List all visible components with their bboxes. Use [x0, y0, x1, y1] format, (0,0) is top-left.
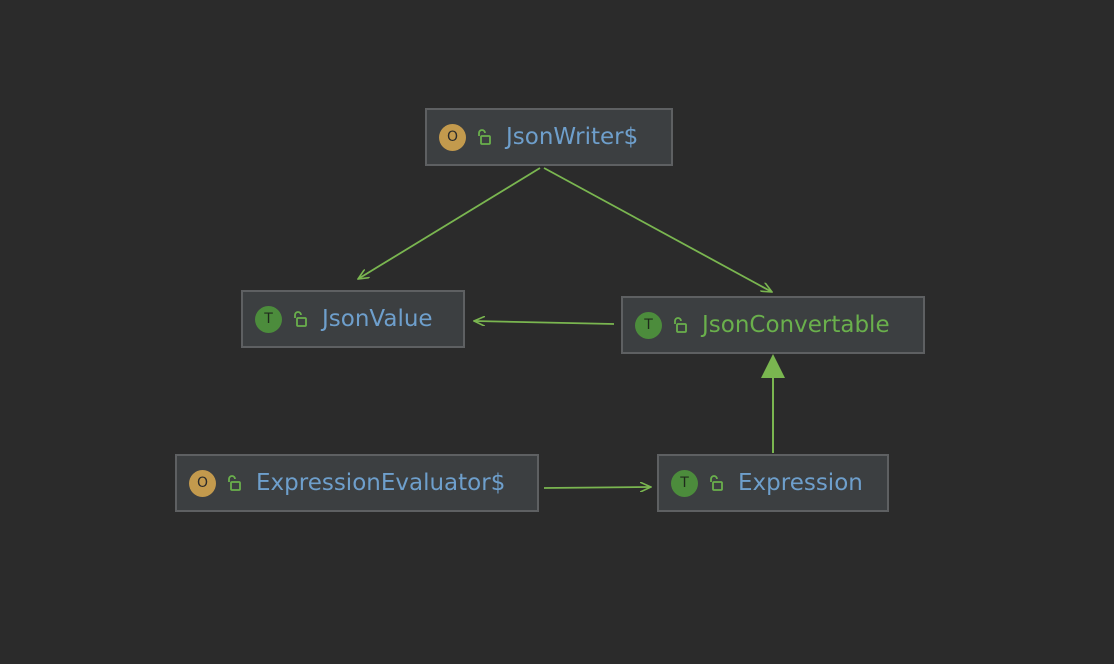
unlocked-public-icon	[228, 475, 241, 491]
node-label: JsonConvertable	[702, 312, 890, 338]
unlocked-public-icon	[710, 475, 723, 491]
node-label: JsonWriter$	[506, 124, 639, 150]
edge-jsonwriter-to-jsonconvertable	[543, 167, 772, 292]
node-label: Expression	[738, 470, 863, 496]
edge-jsonwriter-to-jsonvalue	[358, 167, 541, 279]
node-jsonwriter[interactable]: O JsonWriter$	[425, 108, 673, 166]
unlocked-public-icon	[294, 311, 307, 327]
unlocked-public-icon	[478, 129, 491, 145]
inheritance-arrowhead	[761, 354, 785, 378]
unlocked-public-icon	[674, 317, 687, 333]
trait-badge-icon: T	[255, 305, 282, 333]
object-badge-icon: O	[439, 123, 466, 151]
node-expression[interactable]: T Expression	[657, 454, 889, 512]
trait-badge-icon: T	[671, 469, 698, 497]
object-badge-icon: O	[189, 469, 216, 497]
trait-badge-icon: T	[635, 311, 662, 339]
node-expressionevaluator[interactable]: O ExpressionEvaluator$	[175, 454, 539, 512]
edge-jsonconvertable-to-jsonvalue	[474, 321, 615, 324]
node-jsonconvertable[interactable]: T JsonConvertable	[621, 296, 925, 354]
edge-expressionevaluator-to-expression	[543, 487, 651, 488]
node-jsonvalue[interactable]: T JsonValue	[241, 290, 465, 348]
node-label: JsonValue	[322, 306, 433, 332]
node-label: ExpressionEvaluator$	[256, 470, 506, 496]
